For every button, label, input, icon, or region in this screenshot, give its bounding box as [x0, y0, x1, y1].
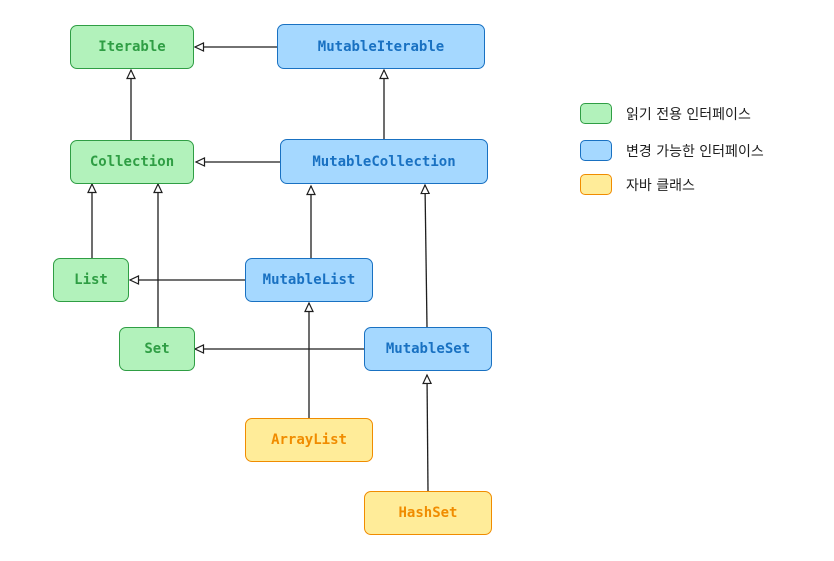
mutable-set-node: MutableSet — [364, 327, 492, 371]
set-node: Set — [119, 327, 195, 371]
legend-item-mutable: 변경 가능한 인터페이스 — [580, 140, 764, 161]
legend-swatch-java-class — [580, 174, 612, 195]
mutable-collection-node: MutableCollection — [280, 139, 488, 184]
legend-label-java-class: 자바 클래스 — [626, 177, 695, 194]
edge-mutable-set-to-mutable-collection — [420, 183, 431, 328]
arraylist-node: ArrayList — [245, 418, 373, 462]
legend-label-mutable: 변경 가능한 인터페이스 — [626, 143, 764, 160]
legend-swatch-mutable — [580, 140, 612, 161]
hashset-node: HashSet — [364, 491, 492, 535]
mutable-list-node: MutableList — [245, 258, 373, 302]
mutable-iterable-node: MutableIterable — [277, 24, 485, 69]
legend-item-read-only: 읽기 전용 인터페이스 — [580, 103, 751, 124]
legend-item-java-class: 자바 클래스 — [580, 174, 695, 195]
legend-label-read-only: 읽기 전용 인터페이스 — [626, 106, 751, 123]
legend-swatch-read-only — [580, 103, 612, 124]
edge-hashset-to-mutable-set — [422, 373, 433, 492]
list-node: List — [53, 258, 129, 302]
iterable-node: Iterable — [70, 25, 194, 69]
collection-node: Collection — [70, 140, 194, 184]
